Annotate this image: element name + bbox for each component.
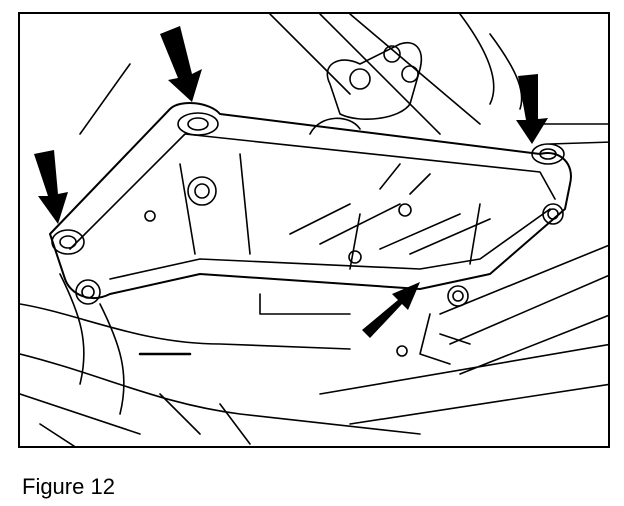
crossmember-line-drawing xyxy=(20,14,608,446)
figure-illustration xyxy=(18,12,610,448)
figure-caption: Figure 12 xyxy=(22,474,115,499)
arrow-icons xyxy=(34,26,548,338)
